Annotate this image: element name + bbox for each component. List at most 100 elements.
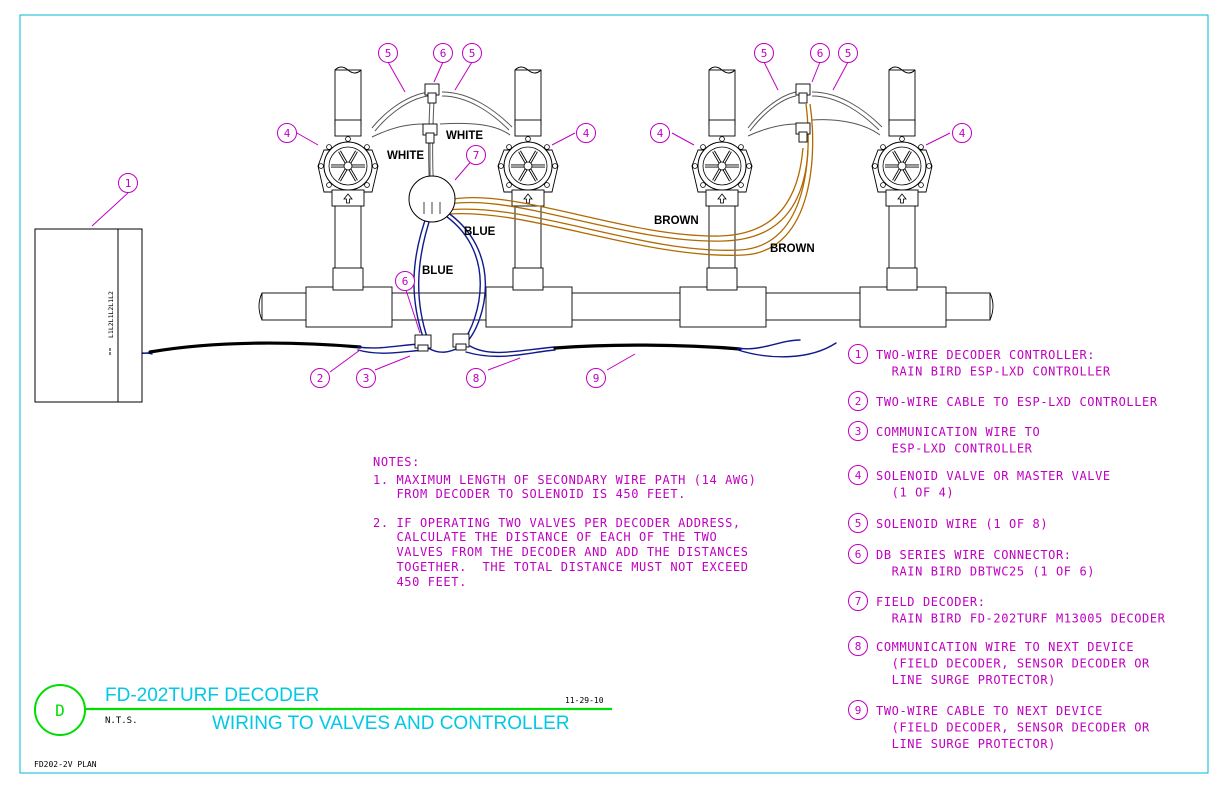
solenoid-wires	[371, 91, 883, 207]
legend-item: 4 SOLENOID VALVE OR MASTER VALVE (1 OF 4)	[848, 465, 1111, 500]
callout-number: 5	[385, 47, 392, 60]
callout-number: 4	[583, 127, 590, 140]
callout-number: 1	[125, 177, 132, 190]
callout-number: 5	[761, 47, 768, 60]
legend-text: LINE SURGE PROTECTOR)	[876, 673, 1056, 687]
legend-text: LINE SURGE PROTECTOR)	[876, 737, 1056, 751]
legend-item: 2 TWO-WIRE CABLE TO ESP-LXD CONTROLLER	[848, 391, 1158, 411]
legend-number: 9	[855, 704, 862, 717]
legend-text: SOLENOID VALVE OR MASTER VALVE	[876, 469, 1111, 483]
solenoid-valve	[871, 119, 933, 207]
notes-block: NOTES: 1. MAXIMUM LENGTH OF SECONDARY WI…	[373, 455, 756, 589]
subtitle: WIRING TO VALVES AND CONTROLLER	[212, 713, 570, 734]
callout-bubble: 2	[310, 368, 330, 388]
callout-bubble: 5	[838, 43, 858, 63]
main-line-pipe	[258, 286, 994, 328]
callout-number: 9	[593, 372, 600, 385]
callout-number: 4	[284, 127, 291, 140]
legend-text: (FIELD DECODER, SENSOR DECODER OR	[876, 721, 1150, 735]
legend-text: (FIELD DECODER, SENSOR DECODER OR	[876, 657, 1150, 671]
callout-number: 6	[817, 47, 824, 60]
callout-bubble: 6	[395, 271, 415, 291]
legend-text: RAIN BIRD DBTWC25 (1 OF 6)	[876, 565, 1095, 579]
two-wire-cable	[117, 339, 837, 358]
detail-letter: D	[55, 701, 65, 720]
legend-text: SOLENOID WIRE (1 OF 8)	[876, 517, 1048, 531]
legend-item: 5 SOLENOID WIRE (1 OF 8)	[848, 513, 1048, 533]
date-label: 11-29-10	[565, 696, 604, 705]
legend-text: (1 OF 4)	[876, 486, 954, 500]
solenoid-valve	[691, 119, 753, 207]
callout-bubble: 4	[952, 123, 972, 143]
callout-number: 5	[469, 47, 476, 60]
callout-number: 7	[473, 149, 480, 162]
decoder-controller: L1L2L1L2L1L2	[34, 228, 143, 403]
note-line: 2. IF OPERATING TWO VALVES PER DECODER A…	[373, 516, 741, 530]
legend-number: 7	[855, 595, 862, 608]
sheet-border	[19, 14, 1209, 774]
callout-bubble: 5	[378, 43, 398, 63]
callout-number: 6	[440, 47, 447, 60]
callout-number: 4	[959, 127, 966, 140]
callout-bubbles: 1 5 6 5 4 4 7 4 4 5 6 5 6 2 3 8 9	[118, 43, 972, 388]
wire-label-brown-2: BROWN	[770, 243, 815, 255]
legend-text: RAIN BIRD ESP-LXD CONTROLLER	[876, 365, 1111, 379]
callout-bubble: 7	[466, 145, 486, 165]
legend-item: 8 COMMUNICATION WIRE TO NEXT DEVICE (FIEL…	[848, 636, 1150, 687]
legend-text: TWO-WIRE CABLE TO ESP-LXD CONTROLLER	[876, 395, 1158, 409]
legend-number: 2	[855, 395, 862, 408]
callout-number: 4	[657, 127, 664, 140]
callout-bubble: 1	[118, 173, 138, 193]
note-line: VALVES FROM THE DECODER AND ADD THE DIST…	[373, 545, 749, 559]
legend-item: 1 TWO-WIRE DECODER CONTROLLER: RAIN BIRD …	[848, 344, 1111, 379]
legend-item: 7 FIELD DECODER: RAIN BIRD FD-202TURF M13…	[848, 591, 1166, 626]
file-name: FD202-2V PLAN	[34, 760, 97, 769]
wire-label-white-2: WHITE	[387, 150, 424, 162]
title: FD-202TURF DECODER	[105, 685, 319, 706]
legend-number: 8	[855, 640, 862, 653]
callout-number: 2	[317, 372, 324, 385]
callout-bubble: 4	[277, 123, 297, 143]
callout-number: 6	[402, 275, 409, 288]
wire-label-blue-2: BLUE	[422, 265, 454, 277]
callout-bubble: 4	[576, 123, 596, 143]
legend-text: COMMUNICATION WIRE TO NEXT DEVICE	[876, 640, 1134, 654]
controller-terminal-labels: L1L2L1L2L1L2	[107, 291, 115, 338]
legend-text: RAIN BIRD FD-202TURF M13005 DECODER	[876, 612, 1166, 626]
callout-number: 5	[845, 47, 852, 60]
legend-number: 5	[855, 517, 862, 530]
legend-number: 1	[855, 348, 862, 361]
callout-bubble: 6	[810, 43, 830, 63]
title-block: D FD-202TURF DECODER WIRING TO VALVES AN…	[34, 684, 612, 769]
brown-wires	[436, 103, 814, 256]
note-line: TOGETHER. THE TOTAL DISTANCE MUST NOT EX…	[373, 560, 749, 574]
wire-label-blue-1: BLUE	[464, 226, 496, 238]
callout-bubble: 6	[433, 43, 453, 63]
solenoid-valve	[497, 119, 559, 207]
callout-bubble: 8	[466, 368, 486, 388]
note-line: FROM DECODER TO SOLENOID IS 450 FEET.	[373, 487, 686, 501]
solenoid-valves	[317, 119, 933, 207]
legend-number: 4	[855, 469, 862, 482]
callout-number: 8	[473, 372, 480, 385]
legend-text: TWO-WIRE DECODER CONTROLLER:	[876, 348, 1095, 362]
callout-bubble: 5	[754, 43, 774, 63]
wire-label-brown-1: BROWN	[654, 215, 699, 227]
legend-text: FIELD DECODER:	[876, 595, 986, 609]
legend: 1 TWO-WIRE DECODER CONTROLLER: RAIN BIRD …	[848, 344, 1166, 751]
callout-bubble: 5	[462, 43, 482, 63]
legend-text: COMMUNICATION WIRE TO	[876, 425, 1040, 439]
legend-text: DB SERIES WIRE CONNECTOR:	[876, 548, 1072, 562]
wire-label-white-1: WHITE	[446, 130, 483, 142]
solenoid-valve	[317, 119, 379, 207]
scale-label: N.T.S.	[105, 716, 138, 726]
callout-number: 3	[363, 372, 370, 385]
callout-bubble: 9	[586, 368, 606, 388]
note-line: 1. MAXIMUM LENGTH OF SECONDARY WIRE PATH…	[373, 473, 756, 487]
legend-number: 3	[855, 425, 862, 438]
callout-bubble: 4	[650, 123, 670, 143]
